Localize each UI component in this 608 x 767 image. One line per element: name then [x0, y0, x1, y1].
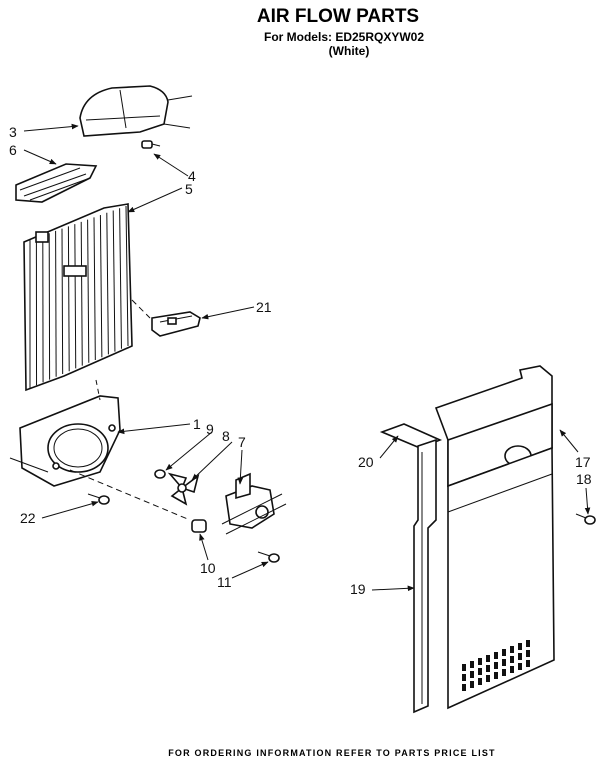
callout-22: 22 — [20, 510, 36, 526]
callout-17: 17 — [575, 454, 591, 470]
callout-11: 11 — [217, 574, 232, 590]
part-4-screw — [141, 140, 161, 149]
part-17-rear-panel — [434, 365, 555, 710]
part-3-duct-cover — [79, 85, 193, 137]
part-5-evaporator-cover — [23, 203, 133, 392]
callout-8: 8 — [222, 428, 230, 444]
part-21-damper — [151, 311, 201, 337]
callout-6: 6 — [9, 142, 17, 158]
part-18-screw — [575, 513, 596, 525]
part-1-fan-shroud — [9, 395, 121, 487]
ordering-note: FOR ORDERING INFORMATION REFER TO PARTS … — [168, 748, 496, 758]
callout-10: 10 — [200, 560, 216, 576]
callout-18: 18 — [576, 471, 592, 487]
part-19-channel — [413, 438, 437, 714]
part-9-nut — [154, 469, 166, 479]
callout-20: 20 — [358, 454, 374, 470]
part-11-screw — [257, 551, 280, 563]
leader-lines — [23, 123, 591, 592]
part-6-baffle — [15, 163, 98, 203]
callout-21: 21 — [256, 299, 272, 315]
part-22-screw — [87, 493, 110, 505]
callout-9: 9 — [206, 421, 214, 437]
callout-1: 1 — [193, 416, 201, 432]
callout-7: 7 — [238, 434, 246, 450]
callout-4: 4 — [188, 168, 196, 184]
part-10-grommet — [191, 519, 207, 533]
callout-3: 3 — [9, 124, 17, 140]
callout-19: 19 — [350, 581, 366, 597]
callout-5: 5 — [185, 181, 193, 197]
page-title: AIR FLOW PARTS — [257, 6, 419, 27]
part-20-bracket — [379, 423, 443, 449]
models-label: For Models: ED25RQXYW02 — [264, 30, 424, 44]
part-7-fan-motor — [221, 472, 287, 535]
color-label: (White) — [329, 44, 370, 58]
